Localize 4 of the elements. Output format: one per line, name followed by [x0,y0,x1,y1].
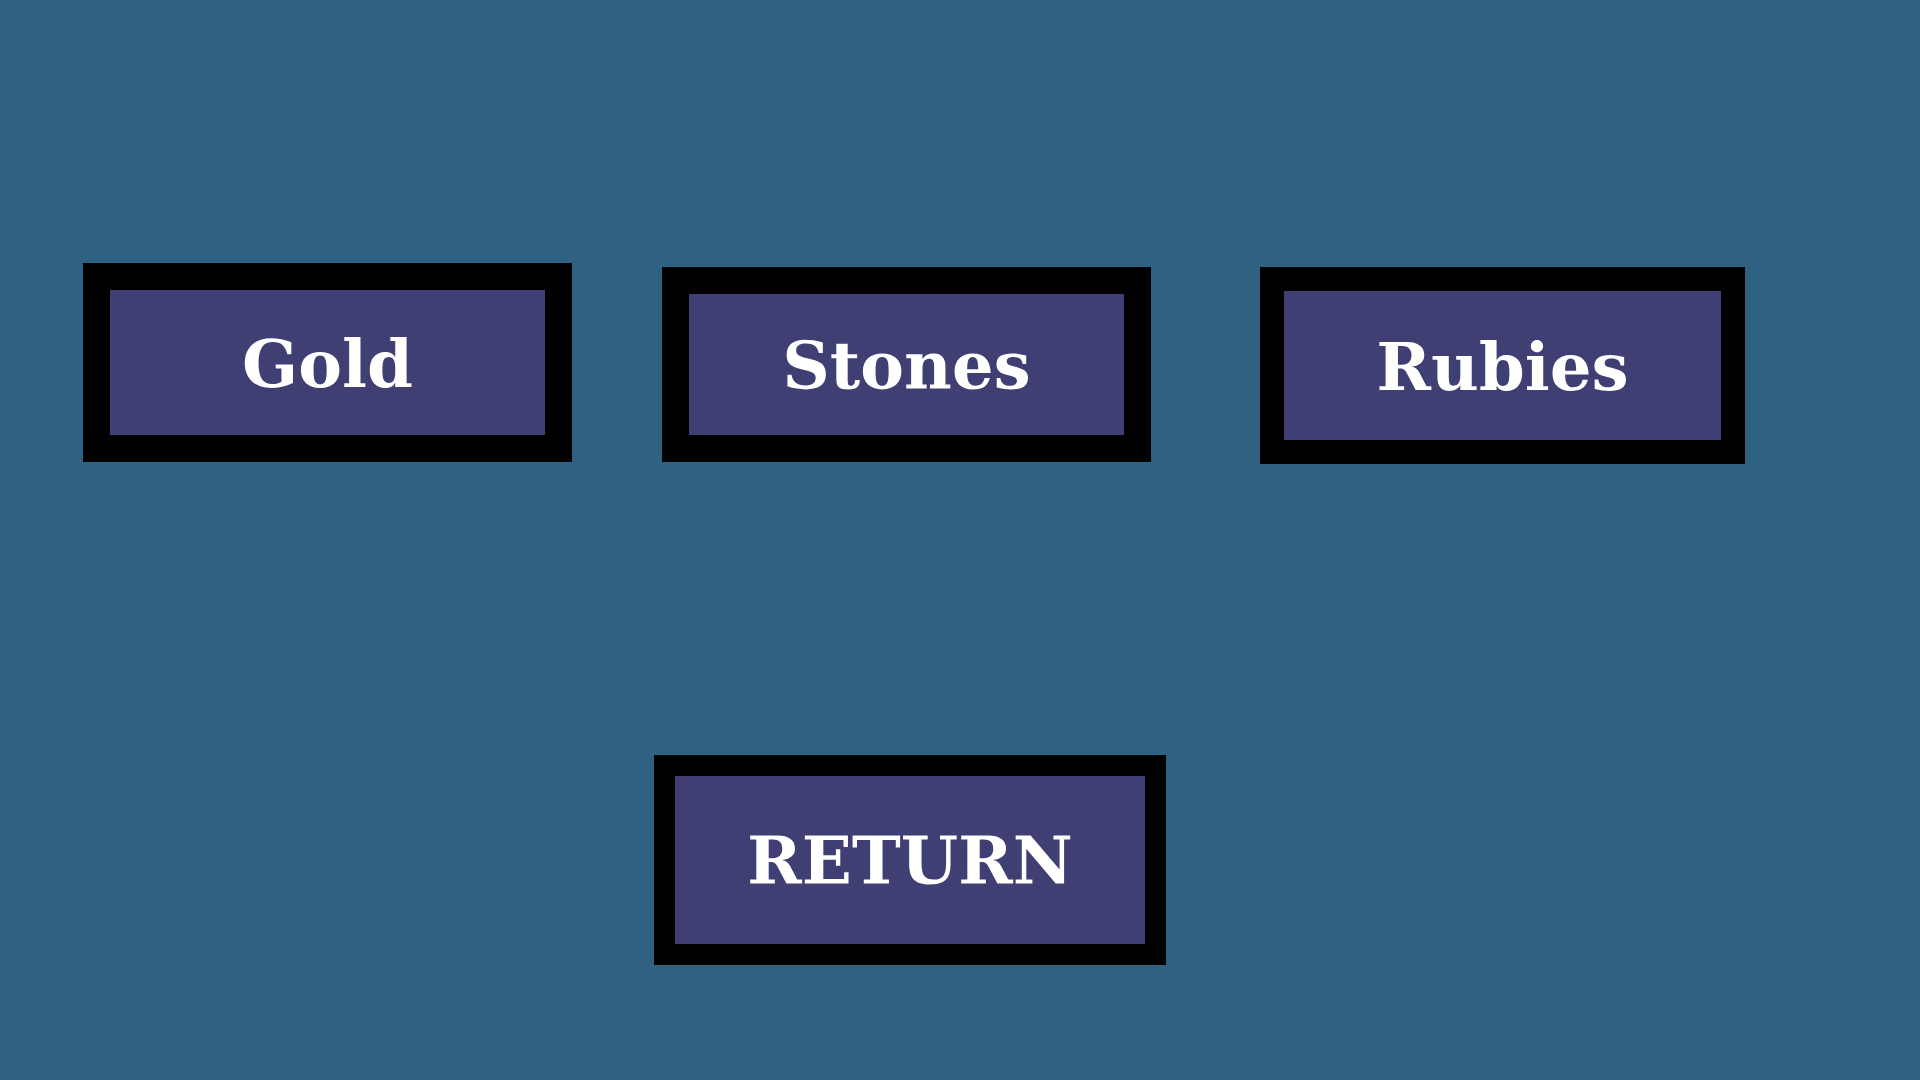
button: Gold [83,263,572,462]
button: Stones [662,267,1151,462]
button: Rubies [1260,267,1745,464]
button: RETURN [654,755,1166,965]
